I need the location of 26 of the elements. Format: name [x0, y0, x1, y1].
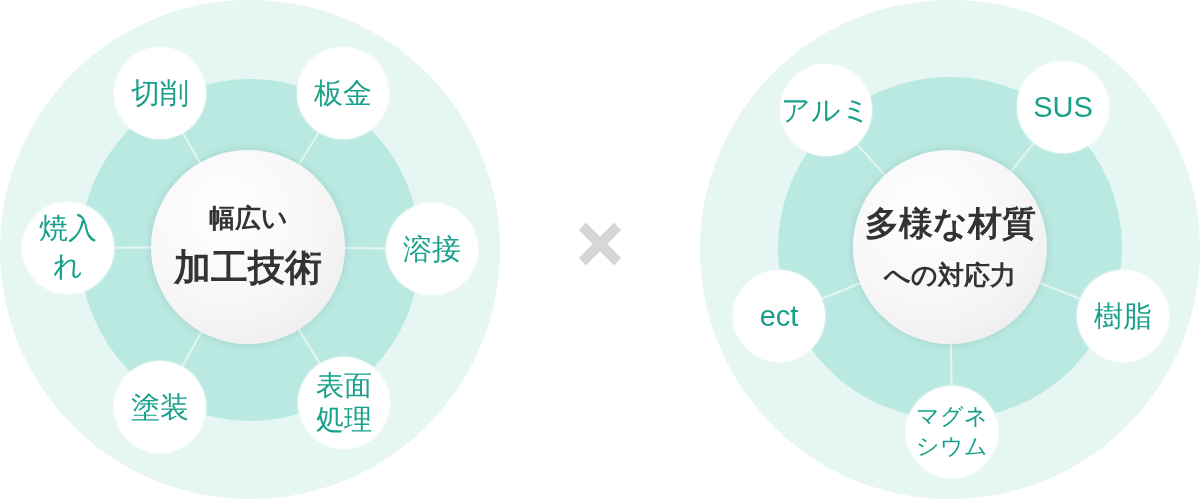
connector-line [297, 131, 320, 166]
node-label: 切削 [131, 75, 189, 111]
connector-line [113, 246, 152, 249]
connector-line [344, 247, 387, 250]
node-label: 表面処理 [316, 368, 372, 437]
subtitle-text: 幅広い [208, 203, 288, 235]
connector-line [855, 143, 886, 177]
node-label: SUS [1033, 89, 1093, 125]
node-label: アルミ [781, 92, 871, 128]
subtitle-text: への対応力 [884, 259, 1016, 291]
node-label: 焼入れ [39, 211, 97, 284]
connector-line [181, 131, 201, 164]
node-label: 溶接 [403, 231, 461, 267]
connector-line [820, 282, 862, 300]
connector-line [1009, 141, 1036, 173]
node-label: 塗装 [131, 389, 189, 425]
node-label: 樹脂 [1094, 298, 1152, 334]
connector-line [297, 328, 321, 365]
connector-line [181, 331, 203, 368]
node-label: ect [759, 298, 799, 334]
connector-line [950, 343, 953, 387]
connector-line [1039, 281, 1082, 300]
node-label: マグネシウム [915, 402, 989, 461]
node-label: 板金 [314, 75, 372, 111]
title-text: 加工技術 [174, 246, 322, 291]
title-text: 多様な材質 [864, 203, 1036, 244]
